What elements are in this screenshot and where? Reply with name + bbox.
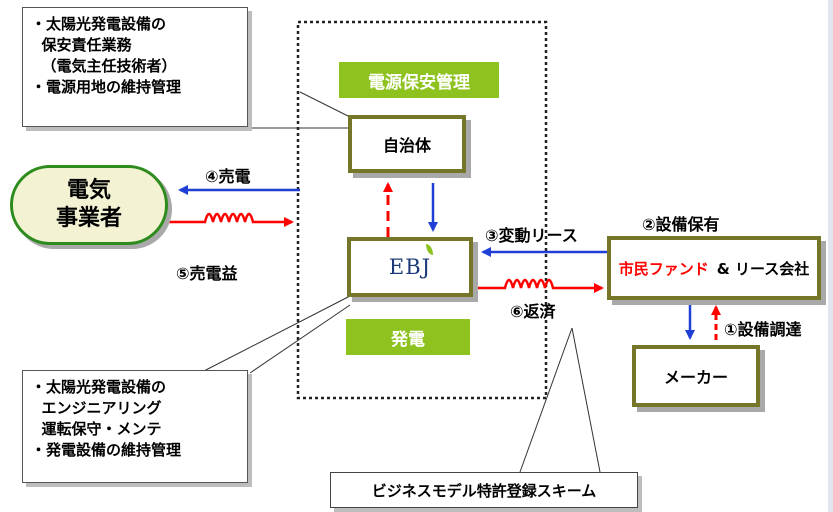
repayment-arrow bbox=[473, 278, 604, 293]
fund-box: 市民ファンド & リース会社 bbox=[607, 236, 821, 300]
lease-company-label: & リース会社 bbox=[716, 259, 810, 278]
power-safety-label: 電源保安管理 bbox=[339, 62, 499, 98]
ebj-box: EBJ bbox=[347, 237, 473, 297]
callout-bottom: ・太陽光発電設備の エンジニアリング 運転保守・メンテ ・発電設備の維持管理 bbox=[22, 370, 248, 483]
repayment-label: ⑥返済 bbox=[510, 302, 556, 321]
scheme-box: ビジネスモデル特許登録スキーム bbox=[330, 472, 638, 508]
variable-lease-label: ③変動リース bbox=[485, 226, 578, 245]
scheme-pointer bbox=[519, 327, 573, 473]
right-edge-strip bbox=[828, 0, 833, 512]
municipality-label: 自治体 bbox=[382, 136, 431, 155]
sell-power-label: ④売電 bbox=[205, 167, 251, 186]
scheme-pointer-2 bbox=[571, 327, 601, 473]
callout-top-line-3: （電気主任技術者） bbox=[31, 57, 177, 75]
generation-label: 発電 bbox=[346, 319, 470, 355]
callout-bottom-line-4: ・発電設備の維持管理 bbox=[31, 441, 182, 459]
callout-bottom-line-1: ・太陽光発電設備の bbox=[31, 378, 167, 396]
sell-profit-arrow bbox=[168, 212, 294, 227]
maker-label: メーカー bbox=[663, 368, 728, 387]
callout-top: ・太陽光発電設備の 保安責任業務 （電気主任技術者） ・電源用地の維持管理 bbox=[22, 7, 248, 127]
ebj-logo-text: EBJ bbox=[388, 255, 432, 279]
maker-box: メーカー bbox=[632, 345, 760, 407]
utility-label-line-2: 事業者 bbox=[55, 206, 122, 231]
callout-top-line-2: 保安責任業務 bbox=[31, 36, 132, 54]
citizen-fund-label: 市民ファンド bbox=[618, 259, 709, 278]
equipment-procurement-label: ①設備調達 bbox=[724, 320, 802, 339]
callout-top-line-4: ・電源用地の維持管理 bbox=[31, 78, 182, 96]
callout-bottom-pointer-2 bbox=[249, 304, 351, 374]
callout-bottom-line-2: エンジニアリング bbox=[31, 399, 162, 417]
callout-bottom-line-3: 運転保守・メンテ bbox=[31, 420, 162, 438]
utility-box: 電気 事業者 bbox=[10, 165, 168, 245]
callout-bottom-pointer bbox=[199, 295, 351, 374]
callout-top-pointer bbox=[299, 91, 353, 119]
equipment-owned-label: ②設備保有 bbox=[642, 215, 720, 234]
callout-top-line-1: ・太陽光発電設備の bbox=[31, 15, 167, 33]
ebj-logo: EBJ bbox=[388, 244, 434, 279]
sell-profit-label: ⑤売電益 bbox=[176, 264, 238, 283]
scheme-label: ビジネスモデル特許登録スキーム bbox=[371, 481, 597, 500]
leaf-icon bbox=[426, 244, 434, 255]
municipality-box: 自治体 bbox=[348, 115, 466, 173]
utility-label-line-1: 電気 bbox=[66, 178, 111, 203]
